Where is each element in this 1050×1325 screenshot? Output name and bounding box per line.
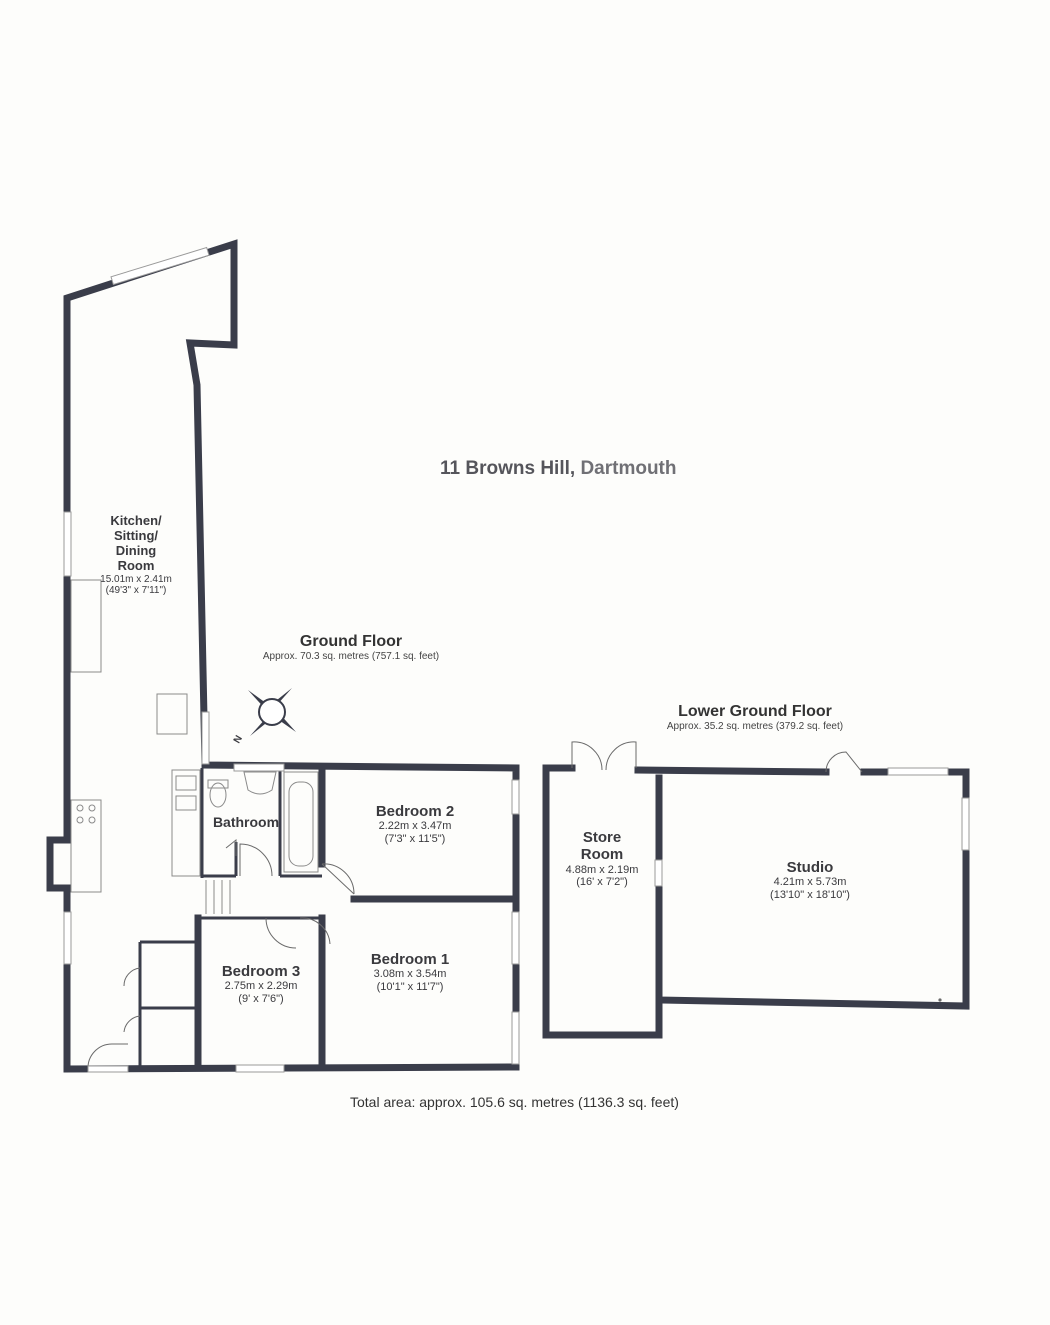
bedroom2-imperial: (7'3" x 11'5") [384, 832, 446, 845]
ground-floor-outer-wall [46, 239, 520, 1073]
bedroom1-label: Bedroom 1 3.08m x 3.54m (10'1" x 11'7") [345, 951, 475, 994]
ground-floor-header: Ground Floor Approx. 70.3 sq. metres (75… [253, 633, 449, 663]
store-room-metric: 4.88m x 2.19m [565, 863, 639, 876]
bedroom3-metric: 2.75m x 2.29m [224, 980, 298, 993]
kitchen-fixtures [70, 579, 201, 893]
studio-imperial: (13'10" x 18'10") [770, 888, 850, 901]
bedroom2-metric: 2.22m x 3.47m [378, 820, 452, 833]
property-address: 11 Browns Hill, [440, 458, 576, 479]
lower-ground-floor-name: Lower Ground Floor [678, 703, 832, 720]
bedroom3-name: Bedroom 3 [221, 963, 301, 980]
kitchen-metric: 15.01m x 2.41m [100, 573, 172, 585]
ground-floor-doors [87, 838, 355, 1073]
kitchen-label: Kitchen/ Sitting/ Dining Room 15.01m x 2… [84, 513, 188, 597]
bedroom1-metric: 3.08m x 3.54m [373, 968, 447, 981]
store-room-label: Store Room 4.88m x 2.19m (16' x 7'2") [552, 829, 652, 889]
ground-floor-interior-walls [138, 764, 520, 1071]
bedroom3-label: Bedroom 3 2.75m x 2.29m (9' x 7'6") [205, 963, 317, 1006]
kitchen-name-line-4: Room [117, 557, 155, 573]
kitchen-name-line-2: Sitting/ [113, 527, 159, 543]
bedroom2-label: Bedroom 2 2.22m x 3.47m (7'3" x 11'5") [350, 803, 480, 846]
kitchen-name-line-1: Kitchen/ [110, 513, 162, 528]
lower-ground-doors [571, 741, 942, 1002]
compass-rose [248, 688, 296, 736]
studio-label: Studio 4.21m x 5.73m (13'10" x 18'10") [750, 859, 870, 902]
lower-ground-windows [654, 767, 970, 887]
lower-ground-floor-area: Approx. 35.2 sq. metres (379.2 sq. feet) [666, 721, 844, 733]
ground-floor-name: Ground Floor [299, 633, 403, 650]
studio-metric: 4.21m x 5.73m [773, 876, 847, 889]
kitchen-name-line-3: Dining [115, 542, 157, 558]
total-area: Total area: approx. 105.6 sq. metres (11… [350, 1094, 679, 1110]
kitchen-imperial: (49'3" x 7'11") [105, 585, 167, 597]
hall-stairs [205, 880, 231, 914]
bedroom3-imperial: (9' x 7'6") [238, 992, 284, 1005]
bedroom2-name: Bedroom 2 [375, 803, 455, 820]
store-room-name-line-1: Store [582, 829, 622, 846]
store-room-imperial: (16' x 7'2") [576, 876, 628, 889]
bathroom-name: Bathroom [212, 814, 280, 830]
studio-name: Studio [786, 859, 834, 876]
bathroom-fixtures [207, 771, 319, 873]
bedroom1-imperial: (10'1" x 11'7") [376, 980, 444, 993]
bathroom-label: Bathroom [205, 814, 287, 830]
ground-floor-area: Approx. 70.3 sq. metres (757.1 sq. feet) [262, 651, 440, 663]
store-room-wall [542, 764, 663, 1039]
property-title: 11 Browns Hill, Dartmouth [440, 458, 677, 480]
bedroom1-name: Bedroom 1 [370, 951, 450, 968]
store-room-name-line-2: Room [580, 846, 624, 864]
ground-floor-windows [63, 246, 520, 1073]
property-town: Dartmouth [580, 458, 677, 479]
lower-ground-floor-header: Lower Ground Floor Approx. 35.2 sq. metr… [652, 703, 858, 733]
